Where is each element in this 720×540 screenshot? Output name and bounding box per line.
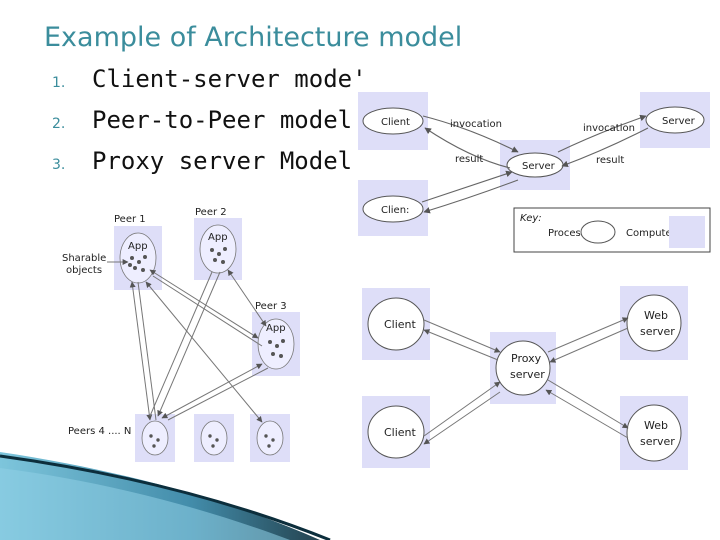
peer2-app-label: App [208, 232, 228, 243]
web-server-1-label-line1: Web [644, 309, 668, 322]
client-server-diagram: Client Clien: Server Server invocation r… [358, 92, 711, 253]
proxy-server-label-line2: server [510, 368, 545, 381]
server-to-client-bottom-arrow [423, 179, 519, 214]
peers-n-label: Peers 4 .... N [68, 426, 131, 437]
web-server-1-label-line2: server [640, 325, 675, 338]
peer1-app-label: App [128, 241, 148, 252]
client-top-process [362, 107, 424, 135]
web-server-2-label-line1: Web [644, 419, 668, 432]
peer6-process [256, 420, 284, 456]
proxy-links [423, 317, 629, 445]
key-computer-swatch [669, 216, 705, 248]
result-right-arrow [561, 127, 649, 168]
peer2-label: Peer 2 [195, 207, 227, 218]
sharable-object-dots [128, 247, 285, 448]
peer3-label: Peer 3 [255, 301, 287, 312]
result-left-arrow [424, 127, 511, 169]
peer-to-peer-diagram: Peer 1 Peer 2 Peer 3 Peers 4 .... N Shar… [62, 207, 300, 462]
server-center-label: Server [522, 161, 556, 172]
bullet-number: 1. [52, 75, 66, 91]
peer3-app-label: App [266, 323, 286, 334]
client-bottom-process [362, 195, 424, 223]
result-right-label: result [596, 155, 624, 166]
sharable-label-line2: objects [66, 265, 102, 276]
key-process-oval [580, 220, 616, 244]
peer-links [107, 259, 269, 423]
proxy-server-process [495, 340, 551, 396]
client-bottom-to-server-arrow [421, 170, 513, 203]
key-title: Key: [520, 213, 542, 224]
web-server-2-label-line2: server [640, 435, 675, 448]
proxy-client-top-label: Client [384, 318, 417, 331]
client-bottom-label: Clien: [381, 205, 409, 216]
bullet-number: 3. [52, 157, 66, 173]
web-server-1-process [626, 294, 682, 352]
key-process-label: Process: [548, 228, 589, 239]
client-top-label: Client [381, 117, 410, 128]
server-right-label: Server [662, 116, 696, 127]
peer1-label: Peer 1 [114, 214, 146, 225]
proxy-client-bottom-process [367, 405, 425, 459]
invocation-right-arrow [557, 114, 647, 153]
bullet-item-1: 1. Client-server mode' [52, 64, 367, 105]
invocation-left-label: invocation [450, 119, 502, 130]
proxy-server-label-line1: Proxy [511, 352, 542, 365]
key-computer-label: Computer: [626, 228, 679, 239]
bullet-list: 1. Client-server mode' 2. Peer-to-Peer mod… [52, 64, 367, 187]
decorative-corner-swoosh [0, 452, 331, 540]
invocation-right-label: invocation [583, 123, 635, 134]
bullet-text: Peer-to-Peer model [92, 106, 353, 134]
bullet-text: Proxy server Model [92, 147, 353, 175]
proxy-client-top-process [367, 297, 425, 351]
peer4-process [141, 420, 169, 456]
web-server-2-process [626, 404, 682, 462]
bullet-item-3: 3. Proxy server Model [52, 146, 367, 187]
bullet-item-2: 2. Peer-to-Peer model [52, 105, 367, 146]
sharable-label-line1: Sharable [62, 253, 106, 264]
bullet-number: 2. [52, 116, 66, 132]
peer5-process [200, 420, 228, 456]
proxy-server-diagram: Client Client Proxy server Web server We… [362, 286, 688, 470]
proxy-client-bottom-label: Client [384, 426, 417, 439]
invocation-left-arrow [422, 115, 519, 153]
result-left-label: result [455, 154, 483, 165]
bullet-text: Client-server mode' [92, 65, 367, 93]
slide-title: Example of Architecture model [44, 22, 463, 53]
